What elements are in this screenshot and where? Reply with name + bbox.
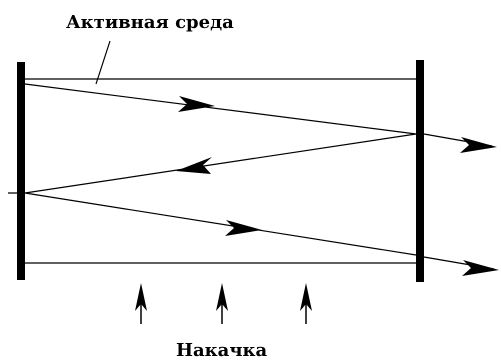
beam-zigzag xyxy=(24,83,417,256)
output-arrow-upper-icon xyxy=(460,137,497,153)
left-mirror xyxy=(17,62,25,280)
active-medium-label: Активная среда xyxy=(66,12,234,33)
pump-label: Накачка xyxy=(176,340,268,361)
beam-arrow-3-icon xyxy=(225,220,262,236)
label-leader-line xyxy=(95,40,111,85)
pump-arrow-left-icon xyxy=(135,283,147,324)
pump-arrow-middle-icon xyxy=(216,283,228,324)
beam-arrow-2-icon xyxy=(176,157,212,174)
beam-arrow-1-icon xyxy=(178,96,215,112)
output-arrow-lower-icon xyxy=(462,260,499,276)
pump-arrow-right-icon xyxy=(300,283,312,324)
right-mirror xyxy=(416,60,424,282)
